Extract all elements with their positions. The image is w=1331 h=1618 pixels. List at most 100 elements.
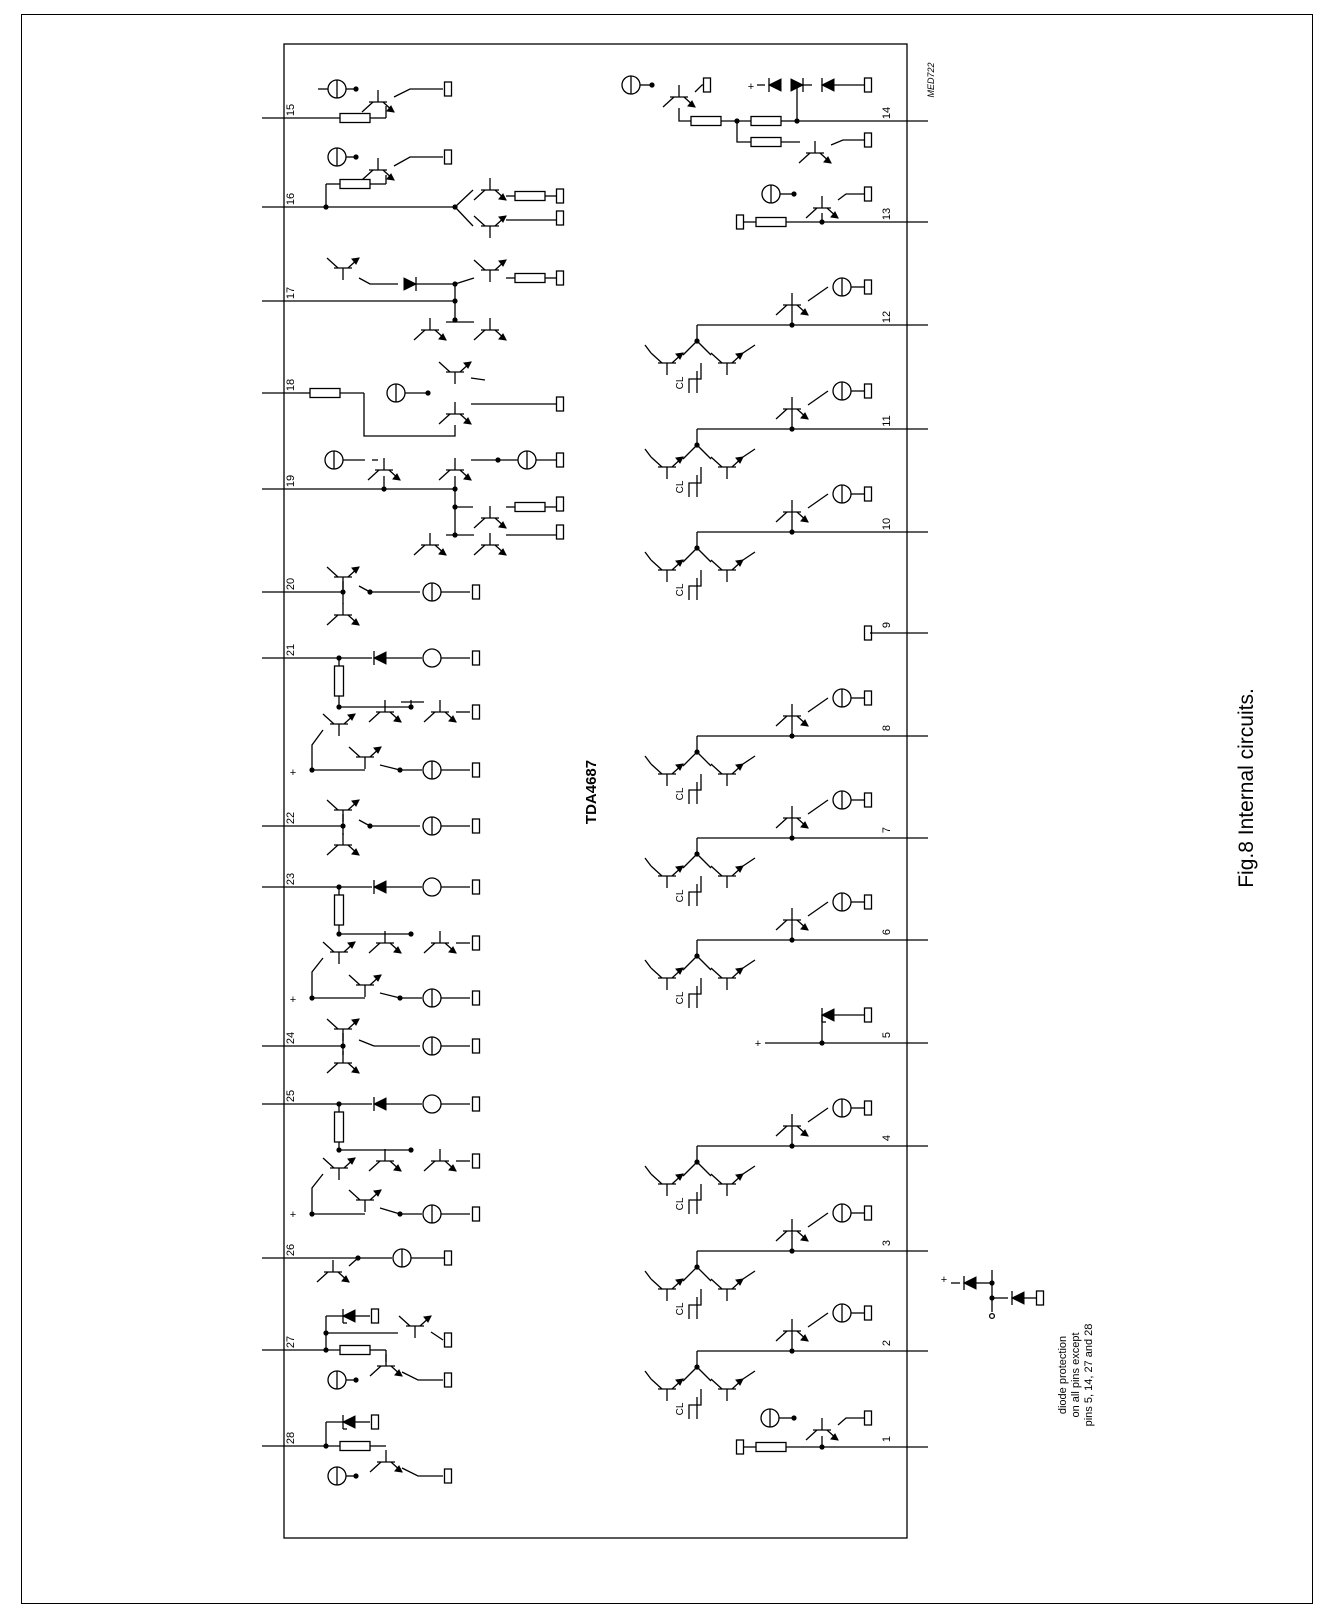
clamp-label: CL	[675, 1302, 686, 1315]
wire	[682, 547, 698, 563]
wire	[682, 1161, 698, 1177]
wire	[688, 876, 702, 906]
wire	[379, 1207, 401, 1215]
wire	[696, 853, 712, 869]
resistor	[333, 1111, 345, 1143]
terminal	[863, 1305, 873, 1321]
pin-label-3: 3	[881, 1240, 893, 1246]
resistor	[333, 665, 345, 697]
note-line-2: on all pins except	[1070, 1333, 1082, 1418]
transistor	[798, 141, 832, 164]
terminal	[863, 383, 873, 399]
wire	[644, 551, 652, 561]
pin-label-20: 20	[285, 578, 297, 590]
wire	[454, 277, 475, 285]
transistor	[326, 833, 360, 856]
terminal	[863, 279, 873, 295]
pin-label-14: 14	[881, 107, 893, 119]
wire	[807, 1312, 829, 1328]
terminal	[443, 1372, 453, 1388]
wire	[358, 277, 398, 285]
plus-sign: +	[941, 1274, 947, 1286]
terminal	[471, 879, 481, 895]
wire	[688, 570, 702, 600]
transistor	[322, 1157, 356, 1180]
transistor	[710, 1173, 744, 1196]
transistor	[322, 941, 356, 964]
transistor	[710, 456, 744, 479]
pin-label-25: 25	[285, 1090, 297, 1102]
junction-dot	[353, 1473, 359, 1479]
transistor	[413, 318, 447, 341]
terminal	[702, 77, 712, 93]
wire	[644, 344, 652, 354]
diode	[820, 78, 835, 92]
wire	[742, 448, 756, 458]
pin-label-24: 24	[285, 1032, 297, 1044]
transistor	[367, 458, 401, 481]
resistor	[514, 190, 546, 202]
plus-sign: +	[290, 767, 296, 779]
diode	[403, 277, 418, 291]
transistor	[326, 1018, 360, 1041]
pin-label-6: 6	[881, 929, 893, 935]
wire	[696, 1266, 712, 1282]
terminal	[471, 1153, 481, 1169]
pin-label-21: 21	[285, 644, 297, 656]
clamp-label: CL	[675, 787, 686, 800]
wire	[688, 774, 702, 804]
terminal	[471, 584, 481, 600]
pin-label-10: 10	[881, 518, 893, 530]
wire	[379, 992, 401, 999]
wire	[807, 697, 829, 713]
junction-dot	[452, 317, 458, 323]
pin-label-18: 18	[285, 379, 297, 391]
wire	[807, 901, 829, 917]
resistor	[339, 1344, 371, 1356]
transistor	[775, 806, 809, 829]
transistor	[348, 1189, 382, 1212]
clamp-label: CL	[675, 991, 686, 1004]
figure-caption: Fig.8 Internal circuits.	[1235, 688, 1258, 888]
resistor	[339, 112, 371, 124]
wire	[393, 88, 443, 98]
transistor	[710, 763, 744, 786]
wire	[311, 957, 324, 998]
pin-label-9: 9	[881, 622, 893, 628]
drawing-code: MED722	[926, 62, 936, 97]
terminal	[471, 1096, 481, 1112]
terminal	[863, 186, 873, 202]
wire	[807, 390, 829, 406]
transistor	[710, 1378, 744, 1401]
terminal	[471, 1206, 481, 1222]
transistor	[368, 931, 402, 954]
clamp-label: CL	[675, 889, 686, 902]
wire	[363, 393, 456, 437]
pin-label-23: 23	[285, 873, 297, 885]
terminal	[863, 1100, 873, 1116]
plus-sign: +	[755, 1038, 761, 1050]
transistor	[326, 603, 360, 626]
transistor	[650, 559, 684, 582]
transistor	[361, 90, 395, 113]
wire	[696, 955, 712, 971]
terminal	[863, 132, 873, 148]
transistor	[775, 1114, 809, 1137]
junction-dot	[791, 1415, 797, 1421]
transistor	[438, 402, 472, 425]
diode	[372, 1097, 387, 1111]
clamp-label: CL	[675, 1402, 686, 1415]
current-source	[422, 648, 442, 668]
pin-label-16: 16	[285, 193, 297, 205]
wire	[696, 444, 712, 460]
terminal	[471, 818, 481, 834]
wire	[807, 286, 829, 302]
wire	[742, 1370, 756, 1380]
terminal	[1035, 1290, 1045, 1306]
pin-label-2: 2	[881, 1340, 893, 1346]
wire	[644, 1270, 652, 1280]
diode	[341, 1309, 356, 1323]
wire	[688, 1389, 702, 1419]
